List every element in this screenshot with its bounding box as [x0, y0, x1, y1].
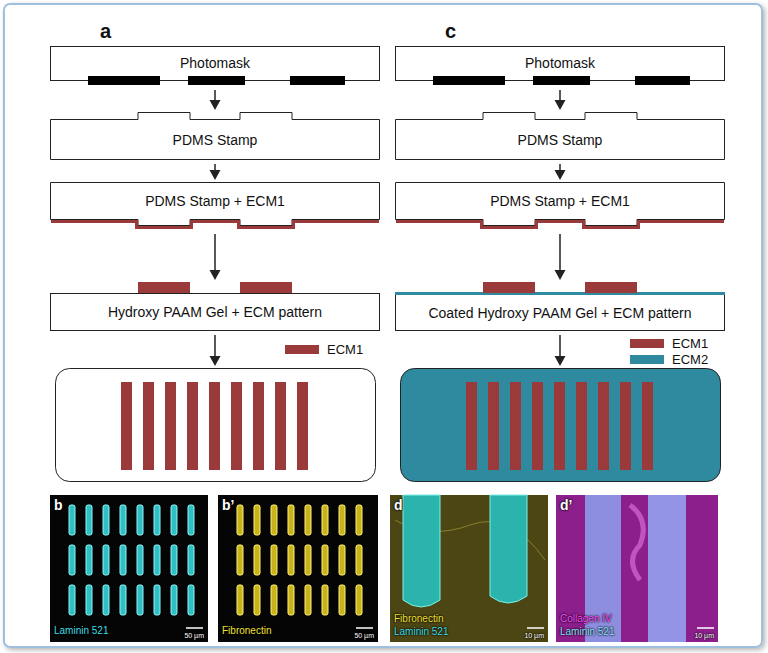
text-holder: Coated Hydroxy PAAM Gel + ECM pattern	[395, 295, 725, 330]
flow-arrow	[555, 234, 566, 280]
legend-label: ECM1	[672, 336, 708, 351]
process-box: Coated Hydroxy PAAM Gel + ECM pattern	[395, 282, 725, 331]
micrograph-label: Laminin 521	[560, 626, 614, 637]
process-box: Photomask	[395, 46, 725, 86]
arrow-line	[214, 90, 216, 101]
legend-swatch	[285, 345, 319, 354]
micrograph	[390, 495, 548, 642]
box-label: Hydroxy PAAM Gel + ECM pattern	[108, 304, 322, 320]
micrograph-label: 50 µm	[184, 632, 204, 639]
process-box: Hydroxy PAAM Gel + ECM pattern	[50, 282, 380, 331]
box-label: PDMS Stamp + ECM1	[145, 193, 285, 209]
box-label: Photomask	[180, 55, 250, 71]
micrograph-label: Fibronectin	[222, 625, 271, 636]
arrow-line	[559, 90, 561, 101]
micrograph	[556, 495, 718, 642]
box-label: PDMS Stamp	[173, 132, 258, 148]
text-holder: PDMS Stamp + ECM1	[395, 182, 725, 219]
arrow-head	[555, 100, 566, 110]
panel-letter: b’	[222, 497, 234, 513]
box-label: Coated Hydroxy PAAM Gel + ECM pattern	[428, 305, 691, 321]
down-arrow	[210, 335, 566, 366]
text-holder: PDMS Stamp	[395, 119, 725, 160]
micrograph-label: Laminin 521	[54, 625, 108, 636]
micrograph-panel: d’ Collagen IV Laminin 521 10 µm	[556, 495, 718, 642]
box-label: PDMS Stamp	[518, 132, 603, 148]
flow-arrow	[210, 90, 221, 110]
arrow-head	[210, 100, 221, 110]
text-holder: Photomask	[50, 46, 380, 80]
micrograph-panel: bLaminin 521 50 µm	[50, 495, 208, 642]
arrow-head	[210, 170, 221, 180]
arrow-head	[210, 270, 221, 280]
micrograph-label: Laminin 521	[394, 626, 448, 637]
arrow-head	[555, 170, 566, 180]
process-box: PDMS Stamp + ECM1	[395, 182, 725, 230]
panel-letter: b	[54, 497, 63, 513]
patterned-gel	[56, 369, 376, 482]
panel-letter: d	[394, 497, 403, 513]
arrow-line	[559, 164, 561, 171]
micrograph-label: Collagen IV	[560, 613, 612, 624]
box-label: Photomask	[525, 55, 595, 71]
micrograph-panel: b’ Fibronectin 50 µm	[218, 495, 378, 642]
box-label: PDMS Stamp + ECM1	[490, 193, 630, 209]
text-holder: Photomask	[395, 46, 725, 80]
process-box: PDMS Stamp	[395, 112, 725, 160]
micrograph	[50, 495, 208, 642]
text-holder: PDMS Stamp + ECM1	[50, 182, 380, 219]
flow-arrow	[555, 90, 566, 110]
legend-label: ECM1	[327, 342, 363, 357]
flow-arrow	[210, 164, 221, 180]
panel-letter: d’	[560, 497, 572, 513]
micrograph-label: 10 µm	[524, 632, 544, 639]
process-box: PDMS Stamp	[50, 112, 380, 160]
arrow-head	[555, 270, 566, 280]
process-box: Photomask	[50, 46, 380, 86]
arrow-line	[214, 164, 216, 171]
micrograph-label: 50 µm	[354, 632, 374, 639]
arrow-line	[214, 234, 216, 271]
legend-swatch	[630, 339, 664, 348]
process-box: PDMS Stamp + ECM1	[50, 182, 380, 230]
micrograph-panel: dFibronectinLaminin 521 10 µm	[390, 495, 548, 642]
flow-arrow	[210, 234, 221, 280]
legend-label: ECM2	[672, 352, 708, 367]
patterned-coated-gel	[401, 369, 721, 482]
panel-letter: a	[100, 20, 111, 43]
micrograph	[218, 495, 378, 642]
flow-arrow	[555, 164, 566, 180]
micrograph-label: 10 µm	[694, 632, 714, 639]
text-holder: Hydroxy PAAM Gel + ECM pattern	[50, 293, 380, 330]
arrow-line	[559, 234, 561, 271]
micrograph-label: Fibronectin	[394, 613, 443, 624]
text-holder: PDMS Stamp	[50, 119, 380, 160]
legend-swatch	[630, 355, 664, 364]
panel-letter: c	[445, 20, 456, 43]
